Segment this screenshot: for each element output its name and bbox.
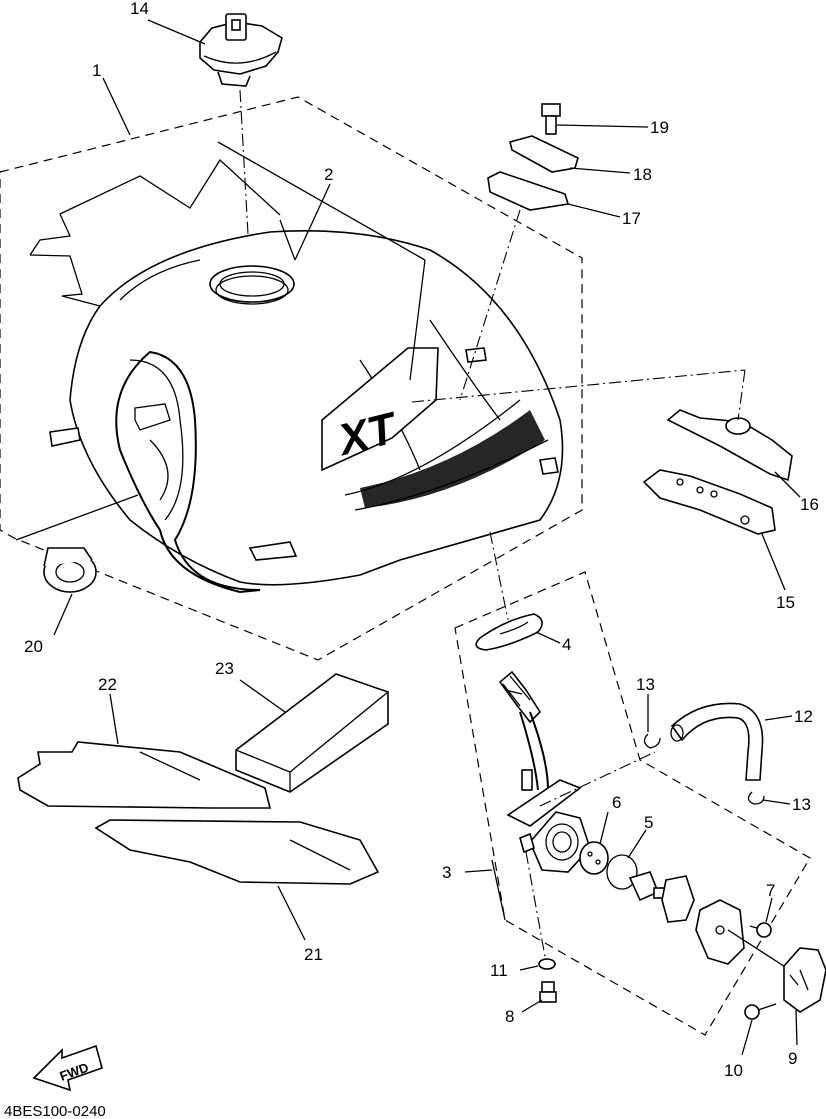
screw-10 <box>744 1003 777 1020</box>
callout-12: 12 <box>794 707 813 726</box>
fuel-cock <box>498 670 656 963</box>
hose-clip-upper <box>643 733 661 749</box>
grommet <box>15 494 139 593</box>
bolt-19 <box>541 103 561 135</box>
callout-7: 7 <box>766 881 775 900</box>
leader-lines <box>53 19 801 1056</box>
damper <box>487 171 570 211</box>
washer <box>538 958 556 970</box>
packing <box>579 841 609 875</box>
tank-assembly-boundary <box>0 96 583 661</box>
lever-shaft <box>628 871 695 923</box>
callout-2: 2 <box>324 165 333 184</box>
fuel-tank-cap <box>199 13 283 271</box>
fuel-hose <box>670 702 764 781</box>
damper-sheet-22 <box>17 741 272 809</box>
callout-20: 20 <box>24 637 43 656</box>
callout-8: 8 <box>505 1007 514 1026</box>
fuel-cock-lever <box>783 947 826 1013</box>
valve-plate <box>695 899 791 971</box>
callout-17: 17 <box>622 209 641 228</box>
callout-15: 15 <box>776 593 795 612</box>
screw-7 <box>749 922 772 938</box>
hose-clip-lower <box>747 791 765 805</box>
fuel-cock-assembly-boundary <box>454 571 811 1036</box>
callout-18: 18 <box>633 165 652 184</box>
callout-6: 6 <box>612 793 621 812</box>
callout-14: 14 <box>130 0 149 18</box>
fuel-tank <box>29 158 564 594</box>
callout-5: 5 <box>644 813 653 832</box>
diagram-code: 4BES100-0240 <box>4 1103 106 1119</box>
bracket-cover <box>411 369 793 482</box>
callout-16: 16 <box>800 495 819 514</box>
drain-screw <box>539 981 557 1003</box>
gasket <box>475 531 543 651</box>
tank-emblem: XT <box>321 347 439 472</box>
callout-22: 22 <box>98 675 117 694</box>
callout-1: 1 <box>92 61 101 80</box>
pad-23 <box>235 673 389 793</box>
callout-19: 19 <box>650 118 669 137</box>
damper-plate <box>509 135 579 173</box>
forward-direction-arrow: FWD <box>32 1044 103 1092</box>
callout-10: 10 <box>724 1061 743 1080</box>
damper-sheet-21 <box>94 819 380 885</box>
callout-21: 21 <box>304 945 323 964</box>
callout-23: 23 <box>215 659 234 678</box>
callout-11: 11 <box>490 961 508 980</box>
callout-13a: 13 <box>636 675 655 694</box>
callout-13b: 13 <box>792 795 811 814</box>
mounting-stay <box>642 469 776 535</box>
callout-3: 3 <box>442 863 451 882</box>
callout-9: 9 <box>788 1049 797 1068</box>
o-ring <box>606 854 638 890</box>
callout-4: 4 <box>562 635 571 654</box>
